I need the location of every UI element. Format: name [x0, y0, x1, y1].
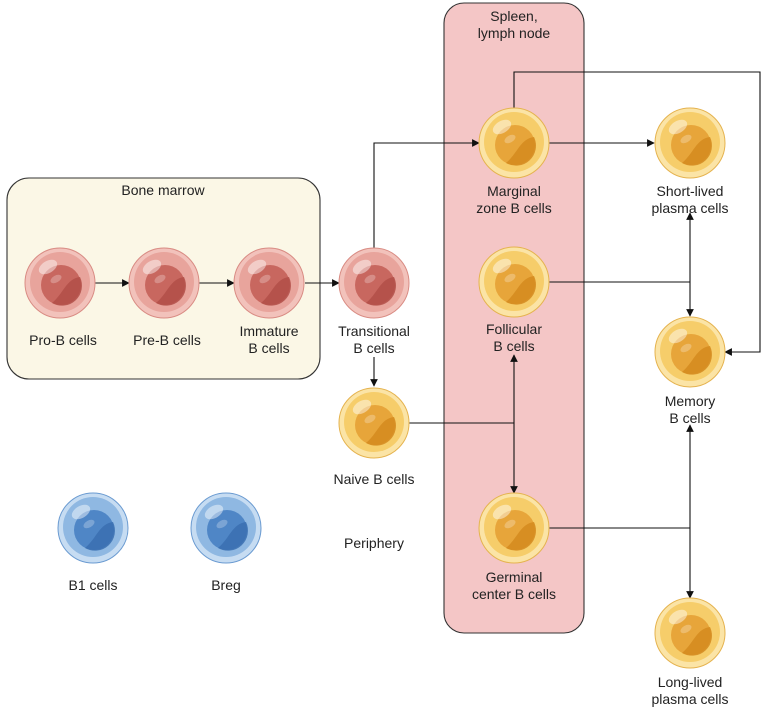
periphery-label: Periphery [344, 535, 404, 551]
memory-b-cells-label-line2: B cells [669, 410, 710, 426]
cell-labels: Pro-B cells Pre-B cells Immature B cells… [29, 183, 728, 707]
germinal-center-b-cells-label-line1: Germinal [486, 569, 543, 585]
memory-b-cells-label-line1: Memory [665, 393, 716, 409]
pro-b-cells-label: Pro-B cells [29, 332, 97, 348]
germinal-center-b-cells-label-line2: center B cells [472, 586, 556, 602]
arrow-marginal-to-memory [513, 71, 761, 356]
marginal-zone-b-cells-label-line1: Marginal [487, 183, 541, 199]
short-lived-plasma-cells-label-line1: Short-lived [657, 183, 724, 199]
naive-b-cell-icon [338, 387, 410, 459]
germinal-center-b-cell-icon [478, 492, 550, 564]
cells-layer [24, 107, 726, 669]
pre-b-cell-icon [128, 247, 200, 319]
marginal-zone-b-cell-icon [478, 107, 550, 179]
naive-b-cells-label: Naive B cells [334, 471, 415, 487]
long-lived-plasma-cells-label-line2: plasma cells [651, 691, 728, 707]
long-lived-plasma-cells-label-line1: Long-lived [658, 674, 723, 690]
connector-lines [95, 71, 761, 599]
arrow-transitional-to-marginal [373, 139, 480, 248]
short-lived-plasma-cells-label-line2: plasma cells [651, 200, 728, 216]
follicular-b-cells-label-line2: B cells [493, 338, 534, 354]
spleen-lymph-node-region [443, 2, 585, 634]
memory-b-cell-icon [654, 316, 726, 388]
immature-b-cells-label-line1: Immature [239, 323, 298, 339]
b1-cell-icon [57, 492, 129, 564]
breg-label: Breg [211, 577, 241, 593]
long-lived-plasma-cell-icon [654, 597, 726, 669]
bone-marrow-label: Bone marrow [121, 182, 205, 198]
b1-cells-label: B1 cells [68, 577, 117, 593]
follicular-b-cells-label-line1: Follicular [486, 321, 542, 337]
pre-b-cells-label: Pre-B cells [133, 332, 201, 348]
immature-b-cell-icon [233, 247, 305, 319]
transitional-b-cell-icon [338, 247, 410, 319]
immature-b-cells-label-line2: B cells [248, 340, 289, 356]
short-lived-plasma-cell-icon [654, 107, 726, 179]
spleen-label-line2: lymph node [478, 25, 551, 41]
breg-cell-icon [190, 492, 262, 564]
transitional-b-cells-label-line2: B cells [353, 340, 394, 356]
spleen-label-line1: Spleen, [490, 8, 537, 24]
marginal-zone-b-cells-label-line2: zone B cells [476, 200, 551, 216]
transitional-b-cells-label-line1: Transitional [338, 323, 410, 339]
follicular-b-cell-icon [478, 246, 550, 318]
pro-b-cell-icon [24, 247, 96, 319]
